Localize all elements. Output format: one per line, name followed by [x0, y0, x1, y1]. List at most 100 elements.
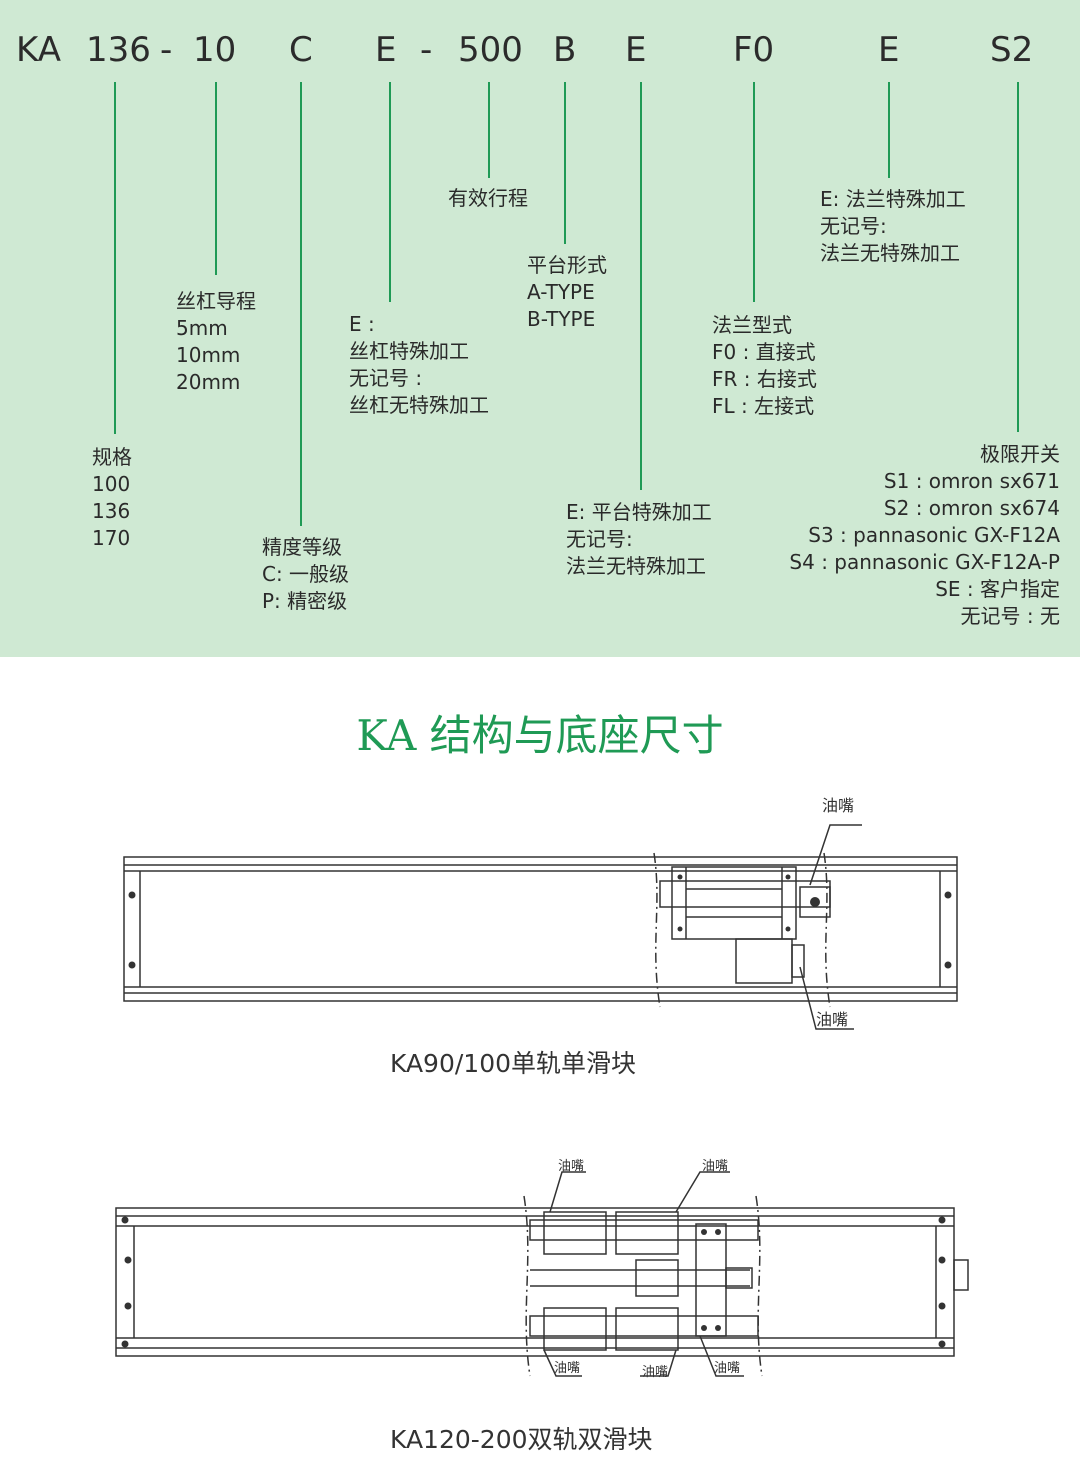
base-frame-outline — [115, 1207, 955, 1357]
leader-line-flange-special — [888, 82, 890, 178]
section-title: KA 结构与底座尺寸 — [356, 711, 724, 760]
annotation-line: 无记号: — [566, 527, 633, 551]
screw-nut — [635, 1259, 679, 1297]
annotation-line: 无记号 : 无 — [960, 604, 1060, 628]
linear-rail-upper — [529, 1219, 759, 1241]
code-flange-type: F0 — [733, 30, 775, 70]
annotation-stroke: 有效行程 — [448, 185, 528, 212]
leader-line-flange-type — [753, 82, 755, 302]
leader-line-limit-switch — [1017, 82, 1019, 432]
annotation-line: S2 : omron sx674 — [883, 496, 1060, 520]
mount-hole — [944, 891, 952, 899]
break-line — [755, 1195, 763, 1377]
code-limit-switch: S2 — [990, 30, 1034, 70]
break-line — [523, 1195, 531, 1377]
mount-hole — [128, 961, 136, 969]
annotation-line: 丝杠无特殊加工 — [349, 393, 489, 417]
annotation-line: 无记号 : — [349, 366, 423, 390]
model-code-panel: KA 136 - 10 C E - 500 B E F0 E S2 规格 100… — [0, 0, 1080, 657]
grease-label: 油嘴 — [822, 796, 854, 815]
grease-nipple-icon — [810, 897, 820, 907]
slider-block — [615, 1307, 679, 1351]
code-dash: - — [420, 30, 433, 70]
leader-line-spec — [114, 82, 116, 434]
annotation-line: A-TYPE — [527, 280, 595, 304]
grease-label: 油嘴 — [558, 1159, 584, 1174]
annotation-line: FR : 右接式 — [712, 367, 817, 391]
annotation-screw-special: E : 丝杠特殊加工 无记号 : 丝杠无特殊加工 — [349, 311, 489, 419]
mount-hole — [128, 891, 136, 899]
base-frame-outline — [123, 856, 958, 1002]
grease-label: 油嘴 — [642, 1365, 668, 1380]
leader-line-precision — [300, 82, 302, 526]
annotation-line: S1 : omron sx671 — [883, 469, 1060, 493]
support-bearing-block — [695, 1223, 727, 1337]
annotation-limit-switch: 极限开关 S1 : omron sx671 S2 : omron sx674 S… — [789, 441, 1060, 630]
code-spec: 136 — [86, 30, 151, 70]
grease-label: 油嘴 — [554, 1361, 580, 1376]
mount-hole — [944, 961, 952, 969]
grease-fitting-block — [799, 886, 831, 918]
label-leader — [699, 1335, 744, 1377]
label-leader — [675, 1171, 730, 1213]
annotation-platform-form: 平台形式 A-TYPE B-TYPE — [527, 252, 607, 333]
annotation-heading: 有效行程 — [448, 186, 528, 210]
leader-line-platform-special — [640, 82, 642, 490]
code-dash: - — [160, 30, 173, 70]
annotation-line: 5mm — [176, 316, 228, 340]
leader-line-screw-special — [389, 82, 391, 302]
slider-block — [671, 866, 797, 940]
label-leader — [799, 966, 854, 1030]
annotation-line: C: 一般级 — [262, 562, 350, 586]
annotation-heading: 法兰型式 — [712, 313, 792, 337]
annotation-heading: 丝杠导程 — [176, 289, 256, 313]
annotation-heading: E: 法兰特殊加工 — [820, 187, 966, 211]
code-platform-form: B — [553, 30, 577, 70]
linear-rail-lower — [529, 1315, 759, 1337]
annotation-spec: 规格 100 136 170 — [92, 444, 132, 552]
annotation-line: SE : 客户指定 — [935, 577, 1060, 601]
nut-housing — [735, 938, 793, 984]
label-leader — [640, 1349, 677, 1377]
code-precision: C — [289, 30, 313, 70]
motor-coupling — [953, 1259, 969, 1291]
annotation-line: B-TYPE — [527, 307, 596, 331]
annotation-precision: 精度等级 C: 一般级 P: 精密级 — [262, 534, 349, 615]
annotation-line: 无记号: — [820, 214, 887, 238]
annotation-heading: 规格 — [92, 445, 132, 469]
annotation-line: 法兰无特殊加工 — [566, 554, 706, 578]
annotation-heading: E : — [349, 312, 375, 336]
leader-line-platform-form — [564, 82, 566, 244]
annotation-flange-special: E: 法兰特殊加工 无记号: 法兰无特殊加工 — [820, 186, 966, 267]
label-leader — [543, 1349, 582, 1377]
leader-line-lead — [215, 82, 217, 275]
grease-label: 油嘴 — [816, 1010, 848, 1029]
annotation-heading: 平台形式 — [527, 253, 607, 277]
annotation-line: 10mm — [176, 343, 241, 367]
slider-block — [615, 1211, 679, 1255]
label-leader — [549, 1171, 586, 1213]
code-stroke: 500 — [458, 30, 523, 70]
slider-block — [543, 1307, 607, 1351]
code-flange-special: E — [878, 30, 900, 70]
annotation-line: FL : 左接式 — [712, 394, 815, 418]
annotation-line: P: 精密级 — [262, 589, 348, 613]
slider-block — [543, 1211, 607, 1255]
leader-line-stroke — [488, 82, 490, 178]
annotation-line: 20mm — [176, 370, 241, 394]
annotation-heading: 精度等级 — [262, 535, 342, 559]
code-screw-special: E — [375, 30, 397, 70]
screw-end — [725, 1267, 753, 1289]
break-line — [653, 852, 661, 1008]
annotation-lead: 丝杠导程 5mm 10mm 20mm — [176, 288, 256, 396]
annotation-line: S3 : pannasonic GX-F12A — [808, 523, 1060, 547]
grease-label: 油嘴 — [702, 1159, 728, 1174]
annotation-line: 丝杠特殊加工 — [349, 339, 469, 363]
grease-label: 油嘴 — [714, 1361, 740, 1376]
annotation-heading: E: 平台特殊加工 — [566, 500, 712, 524]
label-leader — [809, 824, 862, 886]
code-platform-special: E — [625, 30, 647, 70]
drawing-caption-double: KA120-200双轨双滑块 — [390, 1425, 653, 1454]
drawing-caption-single: KA90/100单轨单滑块 — [390, 1049, 637, 1078]
code-lead: 10 — [193, 30, 237, 70]
